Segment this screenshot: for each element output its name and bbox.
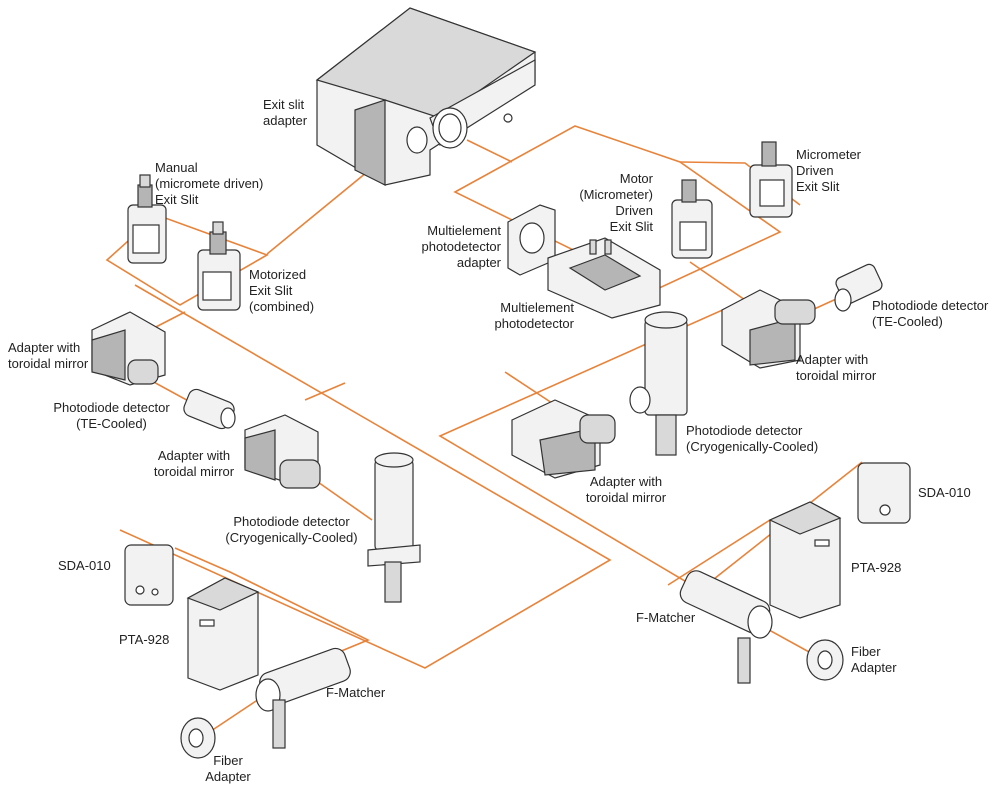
pta-928-left-part (186, 577, 260, 691)
line-exit-to-right-group (466, 139, 513, 163)
label-f-matcher-left: F-Matcher (326, 685, 386, 700)
label-fiber-adapter-right: Fiber Adapter (851, 644, 897, 675)
te-detector-right (834, 263, 883, 312)
label-f-matcher-right: F-Matcher (636, 610, 696, 625)
label-adapter-toroidal-right: Adapter with toroidal mirror (796, 352, 877, 383)
label-manual-exit-slit: Manual (micromete driven) Exit Slit (155, 160, 264, 207)
cryo-detector-left (367, 452, 421, 603)
label-multielement-photodetector: Multielement photodetector (494, 300, 574, 331)
te-detector-left (183, 388, 236, 430)
label-photodiode-cryo-right: Photodiode detector (Cryogenically-Coole… (686, 423, 819, 454)
beam-fiber-left (204, 694, 266, 736)
cryo-detector-right (629, 311, 688, 456)
label-multielement-adapter: Multielement photodetector adapter (421, 223, 501, 270)
f-matcher-right-part (679, 570, 773, 684)
label-adapter-toroidal-left-mid: Adapter with toroidal mirror (153, 448, 235, 479)
label-pta-928-left: PTA-928 (119, 632, 170, 647)
line-left-branch-2 (304, 382, 346, 401)
motorized-exit-slit (197, 221, 241, 311)
motor-driven-exit-slit (671, 179, 713, 259)
fiber-adapter-right-part (806, 639, 844, 681)
label-micrometer-driven-exit-slit: Micrometer Driven Exit Slit (796, 147, 862, 194)
label-adapter-toroidal-center: Adapter with toroidal mirror (585, 474, 667, 505)
line-left-chain (119, 284, 612, 669)
toroidal-adapter-left-top (91, 311, 166, 386)
fiber-adapter-left-part (180, 717, 216, 759)
toroidal-adapter-center (511, 399, 616, 479)
f-matcher-left-part (255, 647, 351, 749)
multielement-photodetector-part (547, 237, 661, 319)
label-photodiode-te-left: Photodiode detector (TE-Cooled) (53, 400, 170, 431)
line-right-branch-1 (504, 371, 556, 406)
sda-010-left-part (124, 544, 174, 606)
toroidal-adapter-left-mid (244, 414, 321, 489)
micrometer-driven-exit-slit (749, 141, 793, 218)
manual-exit-slit (127, 174, 167, 264)
pta-928-right-part (768, 501, 842, 619)
label-motorized-exit-slit: Motorized Exit Slit (combined) (249, 267, 315, 314)
label-pta-928-right: PTA-928 (851, 560, 902, 575)
line-right-chain (438, 261, 863, 591)
label-sda-010-left: SDA-010 (58, 558, 111, 573)
multielement-adapter-part (507, 204, 556, 276)
label-photodiode-te-right: Photodiode detector (TE-Cooled) (872, 298, 989, 329)
label-motor-driven-exit-slit: Motor (Micrometer) Driven Exit Slit (579, 171, 653, 234)
label-adapter-toroidal-left-top: Adapter with toroidal mirror (8, 340, 89, 371)
toroidal-adapter-right (721, 289, 816, 369)
exit-slit-adapter-housing (315, 7, 537, 186)
label-sda-010-right: SDA-010 (918, 485, 971, 500)
beam-cryo-left (314, 479, 373, 521)
sda-010-right-part (857, 462, 911, 524)
label-fiber-adapter-left: Fiber Adapter (205, 753, 251, 784)
line-right-lower (667, 519, 771, 586)
label-photodiode-cryo-left: Photodiode detector (Cryogenically-Coole… (225, 514, 358, 545)
label-exit-slit-adapter: Exit slit adapter (263, 97, 308, 128)
